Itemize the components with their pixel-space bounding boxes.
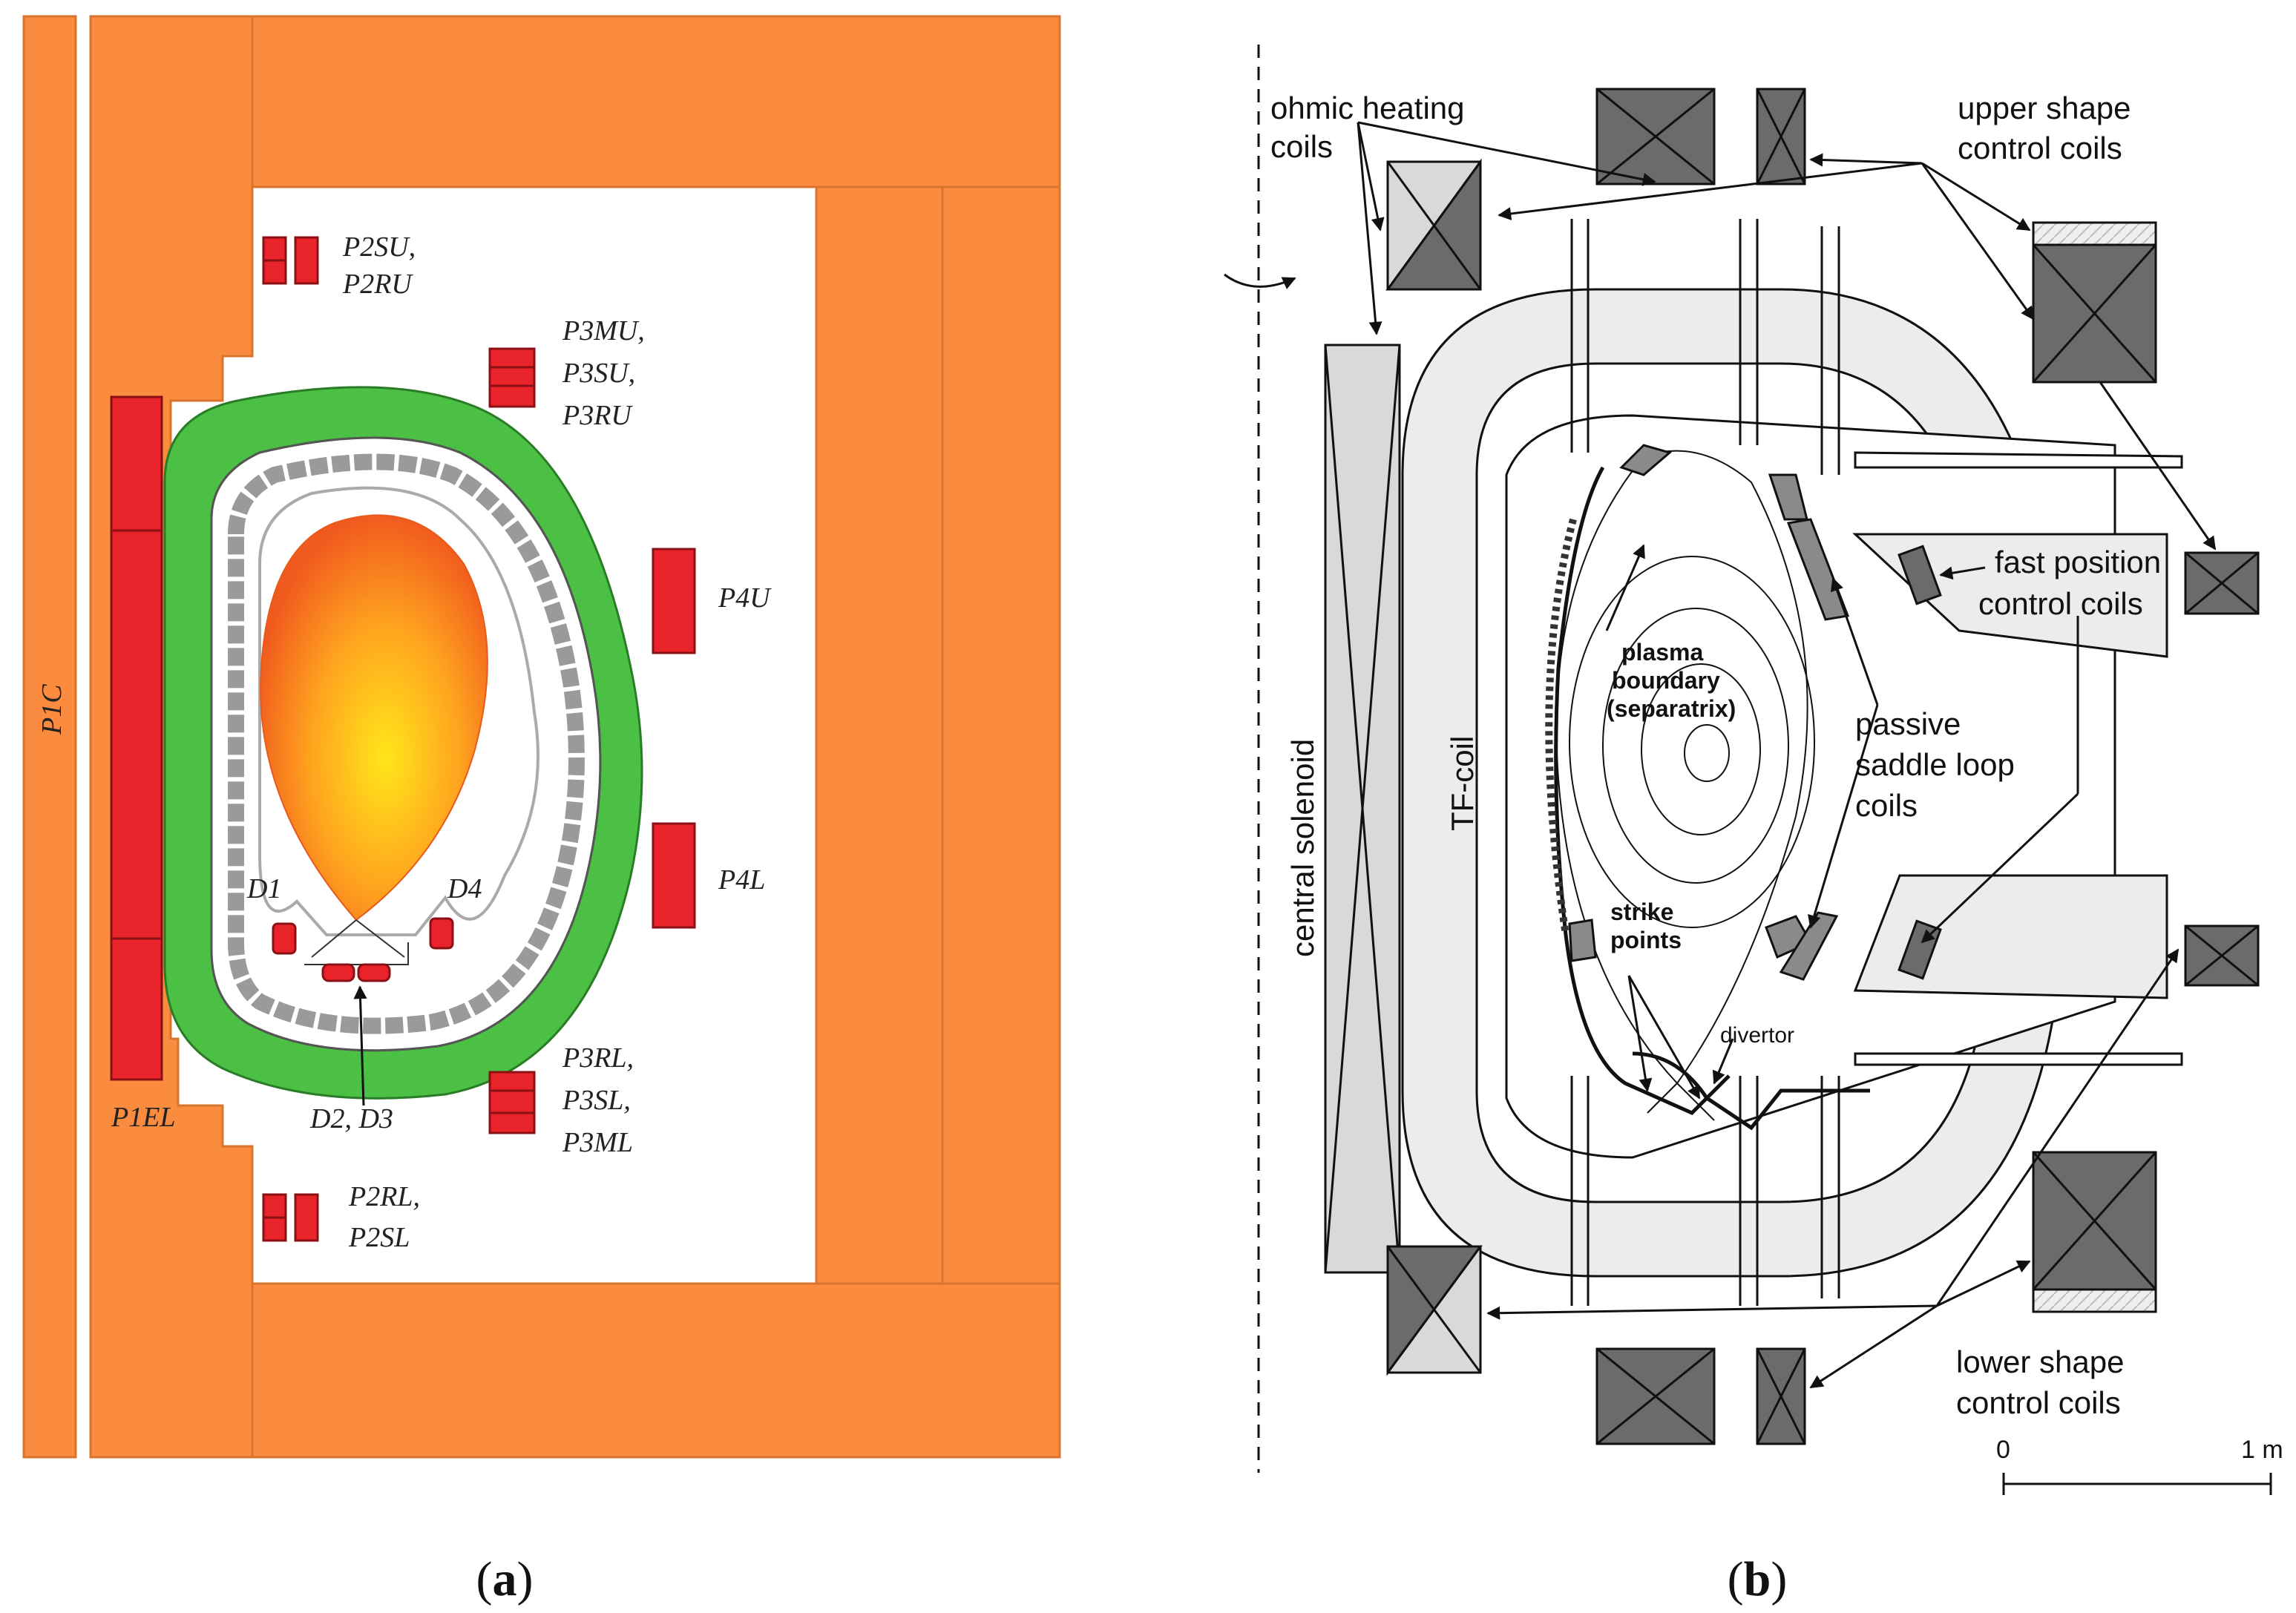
label-p1el: P1EL	[111, 1102, 176, 1133]
ohmic-coil-upper	[1385, 158, 1482, 291]
fast-position-coil-upper-inner	[1898, 545, 1942, 605]
label-d2d3: D2, D3	[309, 1103, 393, 1134]
fast-position-coil-lower	[2184, 924, 2260, 987]
label-p3sl: P3SL,	[562, 1085, 631, 1116]
label-tf-coil: TF-coil	[1445, 736, 1480, 831]
passive-saddle-loops	[1568, 444, 1850, 981]
p1el-coil-stack	[110, 395, 163, 1081]
upper-shape-coil-3	[2032, 221, 2157, 384]
ports	[1852, 451, 2183, 1066]
first-wall-b	[1554, 466, 1731, 1115]
label-p2ru: P2RU	[342, 269, 413, 300]
label-fast-2: control coils	[1978, 586, 2143, 621]
label-p4l: P4L	[718, 864, 765, 896]
yoke-outer-leg-1	[815, 185, 944, 1285]
yoke-top-plate	[251, 15, 1061, 188]
caption-a: (a)	[476, 1552, 534, 1606]
vertical-ports	[1570, 219, 1840, 1306]
divertor-structure	[1632, 1051, 1870, 1131]
label-p3ml: P3ML	[562, 1127, 633, 1158]
label-plasma-2: boundary	[1612, 667, 1720, 694]
p1el-coil-middle	[110, 529, 163, 940]
label-passive-3: coils	[1855, 788, 1918, 823]
caption-b: (b)	[1728, 1552, 1788, 1606]
label-p4u: P4U	[718, 582, 772, 614]
label-p3rl: P3RL,	[562, 1042, 634, 1074]
label-lower-2: control coils	[1956, 1385, 2121, 1420]
label-scale-zero: 0	[1996, 1436, 2010, 1464]
pf-coils	[262, 236, 696, 1242]
label-divertor: divertor	[1720, 1023, 1794, 1048]
panel-a-diagram: P1C P1EL P2SU, P2RU P3MU, P3SU, P3RU P4U…	[22, 15, 1061, 1459]
tile-band	[228, 453, 585, 1034]
leader-arrows	[1357, 121, 2217, 1389]
label-upper-1: upper shape	[1958, 91, 2131, 125]
label-strike-2: points	[1610, 927, 1682, 953]
label-p2su: P2SU,	[342, 231, 416, 263]
label-p2sl: P2SL	[348, 1222, 410, 1253]
passive-strip	[1545, 518, 1577, 936]
lower-shape-coil-1	[1595, 1347, 1716, 1445]
label-central-solenoid: central solenoid	[1285, 739, 1320, 957]
label-passive-1: passive	[1855, 706, 1961, 741]
coil-d3	[357, 963, 391, 982]
label-upper-2: control coils	[1958, 131, 2122, 165]
flux-surfaces	[1555, 450, 1815, 1121]
panel-b-labels: ohmic heating coils upper shape control …	[1270, 91, 2283, 1464]
label-p3su: P3SU,	[562, 358, 635, 389]
lower-shape-coil-3	[2032, 1151, 2157, 1313]
lower-horizontal-port	[1853, 874, 2168, 999]
yoke-central-limb	[22, 15, 77, 1459]
coil-d1	[272, 922, 297, 955]
label-plasma-1: plasma	[1621, 639, 1703, 666]
divertor-coils	[272, 917, 454, 982]
coil-d2	[321, 963, 355, 982]
label-ohmic-1: ohmic heating	[1270, 91, 1465, 125]
scale-bar	[2002, 1473, 2272, 1495]
inner-contour	[258, 486, 539, 936]
d2-d3-arrow	[353, 985, 367, 1106]
coil-p3mu	[488, 347, 536, 408]
yoke-bottom-plate	[251, 1282, 1061, 1459]
plasma	[260, 514, 488, 922]
yoke-outer-leg-2	[941, 185, 1061, 1285]
coil-p2ru	[294, 236, 319, 285]
label-p1c: P1C	[36, 684, 68, 735]
label-d1: D1	[246, 873, 281, 904]
coil-p3rl	[488, 1071, 536, 1134]
central-solenoid	[1324, 344, 1401, 1274]
ohmic-coil-lower	[1386, 1245, 1483, 1376]
label-lower-1: lower shape	[1956, 1344, 2124, 1379]
p1el-coil-top	[110, 395, 163, 532]
label-p3mu: P3MU,	[562, 315, 645, 346]
coil-p2sl	[294, 1193, 319, 1242]
label-d4: D4	[447, 873, 482, 904]
label-plasma-3: (separatrix)	[1607, 695, 1736, 722]
coil-d4	[429, 917, 454, 950]
panel-b-diagram	[1224, 45, 2272, 1495]
label-p2rl: P2RL,	[348, 1181, 420, 1212]
upper-shape-coil-2	[1756, 88, 1806, 185]
label-passive-2: saddle loop	[1855, 747, 2015, 782]
label-fast-1: fast position	[1995, 545, 2161, 579]
lower-shape-coil-2	[1756, 1347, 1806, 1445]
label-scale-one: 1 m	[2241, 1436, 2283, 1464]
p1el-coil-bottom	[110, 937, 163, 1081]
fast-position-coil-upper	[2184, 551, 2260, 615]
coil-p4l	[652, 822, 696, 929]
upper-shape-coil-1	[1595, 88, 1716, 185]
label-strike-1: strike	[1610, 899, 1673, 925]
label-p3ru: P3RU	[562, 400, 633, 431]
label-ohmic-2: coils	[1270, 129, 1333, 164]
coil-p4u	[652, 548, 696, 654]
rotation-arrow	[1224, 273, 1296, 289]
